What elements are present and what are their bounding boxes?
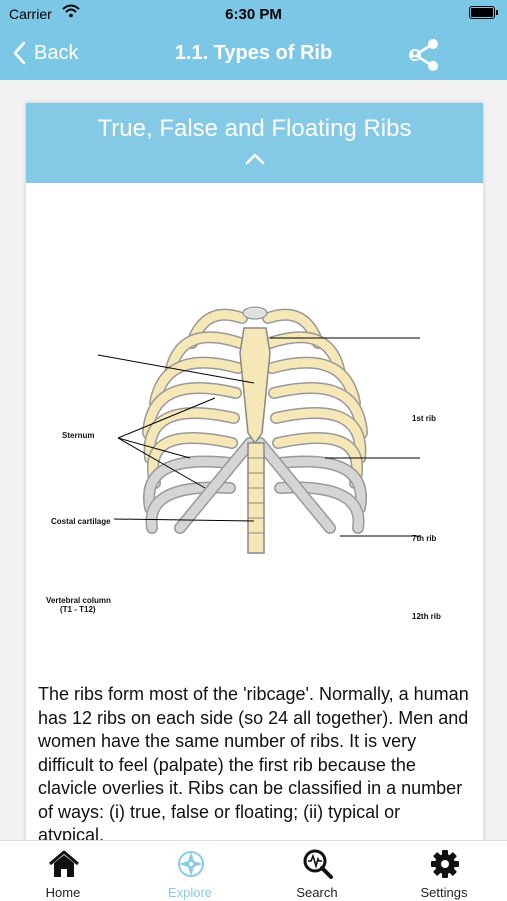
tab-settings-label: Settings [420,885,468,900]
label-sternum: Sternum [62,431,95,440]
clock: 6:30 PM [225,6,282,23]
label-12th-rib: 12th rib [412,612,441,621]
label-vertebral-column: Vertebral column [46,596,111,605]
tab-home[interactable]: Home [0,841,126,901]
card-title: True, False and Floating Ribs [97,115,412,142]
tab-search[interactable]: Search [254,841,380,901]
battery-icon [469,6,498,19]
ribcage-illustration [97,306,420,554]
back-label: Back [34,41,79,64]
label-costal-cartilage: Costal cartilage [51,517,111,526]
gear-icon [431,850,459,878]
share-button[interactable] [405,38,441,77]
card-header[interactable]: True, False and Floating Ribs [26,103,483,183]
label-1st-rib: 1st rib [412,414,437,423]
home-icon [49,850,79,877]
content-card: True, False and Floating Ribs [26,103,483,843]
compass-icon [178,851,204,877]
tab-search-label: Search [296,885,338,900]
navigation-bar: Back 1.1. Types of Rib [0,28,507,80]
wifi-icon [62,4,80,21]
back-button[interactable]: Back [12,38,78,68]
tab-settings[interactable]: Settings [381,841,507,901]
carrier-label: Carrier [9,6,52,22]
search-icon [303,849,333,879]
share-icon [409,39,438,71]
tab-home-label: Home [45,885,81,900]
chevron-up-icon[interactable] [240,149,270,167]
tab-explore[interactable]: Explore [127,841,253,901]
tab-bar: Home Explore Search Settings [0,840,507,901]
top-bar: Carrier 6:30 PM Back 1.1. Types of Rib [0,0,507,80]
label-vertebral-range: (T1 - T12) [60,605,96,614]
ribcage-figure: 1st rib Sternum Costal cartilage 7th rib… [26,183,483,683]
description-text: The ribs form most of the 'ribcage'. Nor… [38,684,469,843]
status-bar: Carrier 6:30 PM [0,0,507,28]
tab-explore-label: Explore [167,885,213,900]
label-7th-rib: 7th rib [412,534,437,543]
chevron-left-icon [13,41,26,65]
